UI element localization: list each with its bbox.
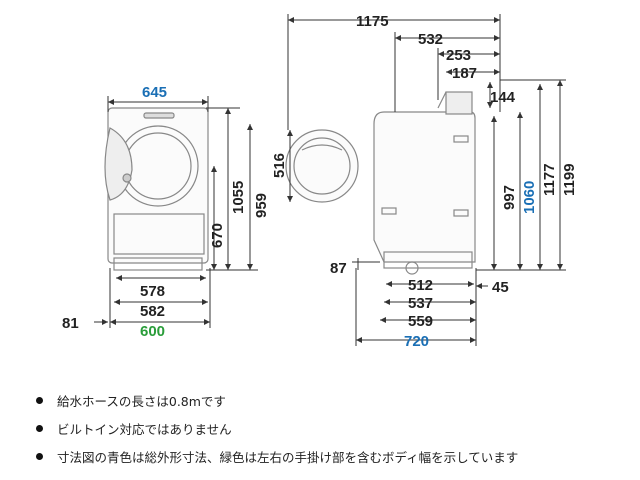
label-537: 537	[408, 295, 433, 312]
label-1060: 1060	[521, 181, 538, 214]
label-532: 532	[418, 31, 443, 48]
label-959: 959	[253, 193, 270, 218]
door-ring-outer	[285, 129, 359, 203]
label-512: 512	[408, 277, 433, 294]
bullet-icon	[36, 424, 43, 432]
side-vent-top	[453, 135, 469, 143]
control-panel	[143, 112, 175, 119]
label-600: 600	[140, 323, 165, 340]
label-253: 253	[446, 47, 471, 64]
side-vent-bottom	[453, 209, 469, 217]
note-item: 寸法図の青色は総外形寸法、緑色は左右の手掛け部を含むボディ幅を示しています	[36, 442, 626, 470]
label-1055: 1055	[230, 181, 247, 214]
bullet-icon	[36, 396, 43, 404]
hose-connector	[437, 91, 447, 109]
label-45: 45	[492, 279, 509, 296]
label-1199: 1199	[561, 163, 578, 196]
drain-outlet	[405, 261, 419, 275]
dimension-diagram: 645 578 582 600 81 670 1055 959 516 1175…	[62, 13, 578, 350]
label-645: 645	[142, 84, 167, 101]
bullet-icon	[36, 452, 43, 460]
label-997: 997	[501, 185, 518, 210]
label-1175: 1175	[356, 13, 389, 30]
label-87: 87	[330, 260, 347, 277]
door-latch	[122, 173, 132, 183]
front-lower-panel	[113, 213, 205, 255]
door-glass-highlight	[301, 144, 343, 151]
label-1177: 1177	[541, 163, 558, 196]
door-ring-inner	[293, 137, 351, 195]
label-559: 559	[408, 313, 433, 330]
label-81: 81	[62, 315, 79, 332]
water-inlet	[445, 91, 473, 115]
notes-list: 給水ホースの長さは0.8mです ビルトイン対応ではありません 寸法図の青色は総外…	[36, 386, 626, 470]
dimension-lines	[94, 14, 566, 346]
side-body	[373, 111, 476, 263]
front-view	[104, 107, 209, 271]
label-720: 720	[404, 333, 429, 350]
dimension-labels: 645 578 582 600 81 670 1055 959 516 1175…	[62, 13, 578, 350]
door-view	[285, 129, 359, 203]
note-text: 給水ホースの長さは0.8mです	[57, 393, 226, 409]
label-144: 144	[490, 89, 516, 106]
side-view	[373, 91, 476, 275]
front-base	[113, 257, 203, 271]
label-582: 582	[140, 303, 165, 320]
label-516: 516	[271, 153, 288, 178]
side-base	[383, 251, 473, 269]
label-187: 187	[452, 65, 477, 82]
note-item: 給水ホースの長さは0.8mです	[36, 386, 626, 414]
note-text: 寸法図の青色は総外形寸法、緑色は左右の手掛け部を含むボディ幅を示しています	[57, 449, 519, 465]
note-item: ビルトイン対応ではありません	[36, 414, 626, 442]
note-text: ビルトイン対応ではありません	[57, 421, 232, 437]
label-578: 578	[140, 283, 165, 300]
side-vent-front	[381, 207, 397, 215]
label-670: 670	[209, 223, 226, 248]
